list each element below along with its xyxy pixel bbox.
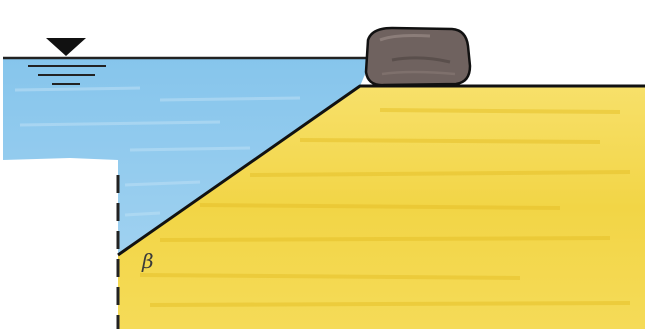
slope-angle-label: β (141, 249, 154, 273)
water-texture (14, 86, 301, 217)
soil-texture (139, 108, 631, 307)
stone (364, 26, 472, 87)
embankment-outline (117, 84, 645, 257)
water-surface-triangle-icon (28, 38, 106, 85)
water-body (3, 58, 372, 255)
